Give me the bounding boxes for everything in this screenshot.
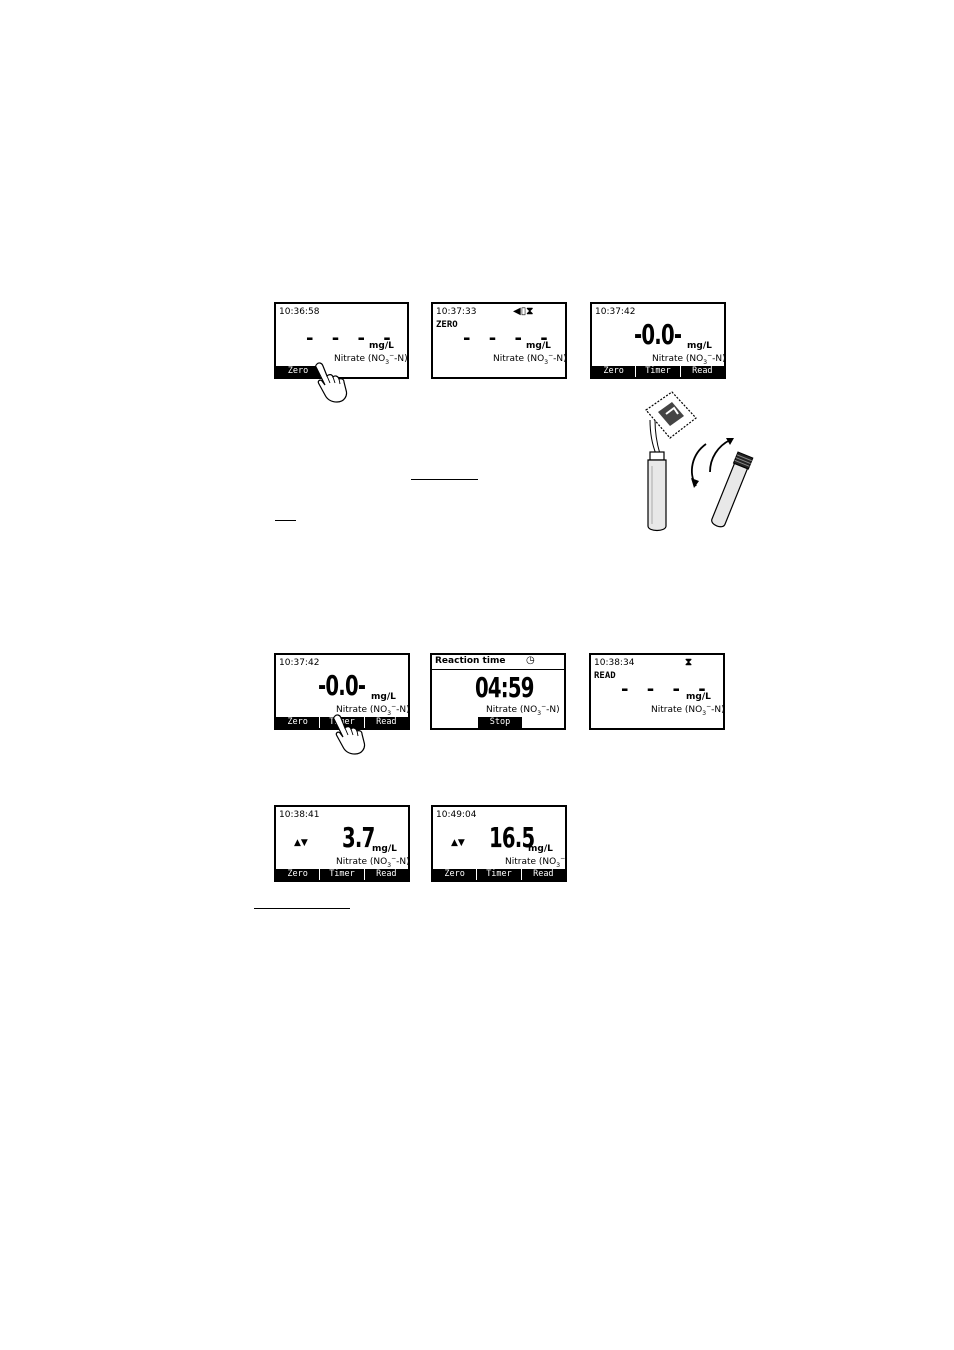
hourglass-icon: ⧗ <box>685 657 693 668</box>
timer-softkey[interactable]: Timer <box>477 869 522 880</box>
read-softkey[interactable]: Read <box>533 869 554 879</box>
reading-value: 16.5 <box>489 821 535 854</box>
vial-capped-icon <box>711 451 754 528</box>
softkey-bar: Zero Timer Read <box>433 869 565 880</box>
parameter-label: Nitrate (NO3−-N) <box>493 352 567 366</box>
unit-label: mg/L <box>687 341 712 351</box>
pointing-hand-icon <box>314 362 348 403</box>
up-down-arrows-icon[interactable]: ▲▼ <box>451 838 465 848</box>
countdown-value: 04:59 <box>475 671 534 704</box>
reagent-pouring-illustration <box>645 391 754 532</box>
parameter-label: Nitrate (NO3−-N) <box>336 855 410 869</box>
meter-screen-result-nitrate: 10:49:04 ▲▼ 16.5 mg/L Nitrate (NO3−) Zer… <box>431 805 567 882</box>
stop-softkey[interactable]: Stop <box>478 717 522 728</box>
underline-rule <box>275 520 296 521</box>
unit-label: mg/L <box>686 692 711 702</box>
reading-dashes: - - - - <box>306 328 397 349</box>
clock-time: 10:37:42 <box>279 658 320 668</box>
read-softkey[interactable]: Read <box>692 366 713 376</box>
clock-time: 10:38:34 <box>594 658 635 668</box>
parameter-label: Nitrate (NO3−-N) <box>486 703 560 717</box>
zero-softkey[interactable]: Zero <box>433 869 478 880</box>
vial-icon <box>647 451 667 532</box>
underline-rule <box>411 479 478 480</box>
up-down-arrows-icon[interactable]: ▲▼ <box>294 838 308 848</box>
mode-label: ZERO <box>436 320 458 330</box>
parameter-label: Nitrate (NO3−-N) <box>336 703 410 717</box>
meter-screen-zero-prompt: 10:36:58 - - - - mg/L Nitrate (NO3−-N) Z… <box>274 302 409 379</box>
screen-title-bar: Reaction time ◷ <box>432 655 564 670</box>
zero-softkey[interactable]: Zero <box>276 366 320 377</box>
unit-label: mg/L <box>528 844 553 854</box>
unit-label: mg/L <box>371 692 396 702</box>
screen-title: Reaction time <box>435 656 506 666</box>
clock-time: 10:36:58 <box>279 307 320 317</box>
clock-time: 10:37:42 <box>595 307 636 317</box>
parameter-label: Nitrate (NO3−-N) <box>651 703 725 717</box>
reagent-packet-icon <box>645 391 697 439</box>
meter-screen-zeroing: 10:37:33 ◀▯⧗ ZERO - - - - mg/L Nitrate (… <box>431 302 567 379</box>
meter-screen-zeroed: 10:37:42 -0.0- mg/L Nitrate (NO3−-N) Zer… <box>590 302 726 379</box>
stopwatch-icon: ◷ <box>526 655 535 666</box>
parameter-label: Nitrate (NO3−-N) <box>652 352 726 366</box>
underline-rule <box>254 908 350 909</box>
softkey-bar: Zero <box>276 366 407 377</box>
timer-softkey[interactable]: Timer <box>320 869 365 880</box>
zero-softkey[interactable]: Zero <box>276 869 321 880</box>
clock-time: 10:37:33 <box>436 307 477 317</box>
zero-softkey[interactable]: Zero <box>276 717 321 728</box>
meter-screen-timer-prompt: 10:37:42 -0.0- mg/L Nitrate (NO3−-N) Zer… <box>274 653 410 730</box>
unit-label: mg/L <box>526 341 551 351</box>
timer-softkey[interactable]: Timer <box>636 366 681 377</box>
softkey-bar: Zero Timer Read <box>276 869 408 880</box>
reading-value: 3.7 <box>342 821 375 854</box>
reading-dashes: - - - - <box>621 679 712 700</box>
meter-screen-reaction-timer: Reaction time ◷ 04:59 Nitrate (NO3−-N) S… <box>430 653 566 730</box>
lamp-timer-icon: ◀▯⧗ <box>513 306 534 317</box>
unit-label: mg/L <box>369 341 394 351</box>
meter-screen-result-nitrogen: 10:38:41 ▲▼ 3.7 mg/L Nitrate (NO3−-N) Ze… <box>274 805 410 882</box>
unit-label: mg/L <box>372 844 397 854</box>
softkey-bar: Zero Timer Read <box>592 366 724 377</box>
reading-value: -0.0- <box>318 669 366 702</box>
parameter-label: Nitrate (NO3−) <box>505 855 566 869</box>
mode-label: READ <box>594 671 616 681</box>
meter-screen-reading: 10:38:34 ⧗ READ - - - - mg/L Nitrate (NO… <box>589 653 725 730</box>
softkey-bar: Stop <box>432 717 564 728</box>
clock-time: 10:49:04 <box>436 810 477 820</box>
reading-value: -0.0- <box>634 318 682 351</box>
clock-time: 10:38:41 <box>279 810 320 820</box>
pointing-hand-icon <box>332 714 366 755</box>
read-softkey[interactable]: Read <box>376 869 397 879</box>
read-softkey[interactable]: Read <box>376 717 397 727</box>
invert-arrows-icon <box>691 438 734 488</box>
parameter-label: Nitrate (NO3−-N) <box>334 352 408 366</box>
reading-dashes: - - - - <box>463 328 554 349</box>
zero-softkey[interactable]: Zero <box>592 366 637 377</box>
